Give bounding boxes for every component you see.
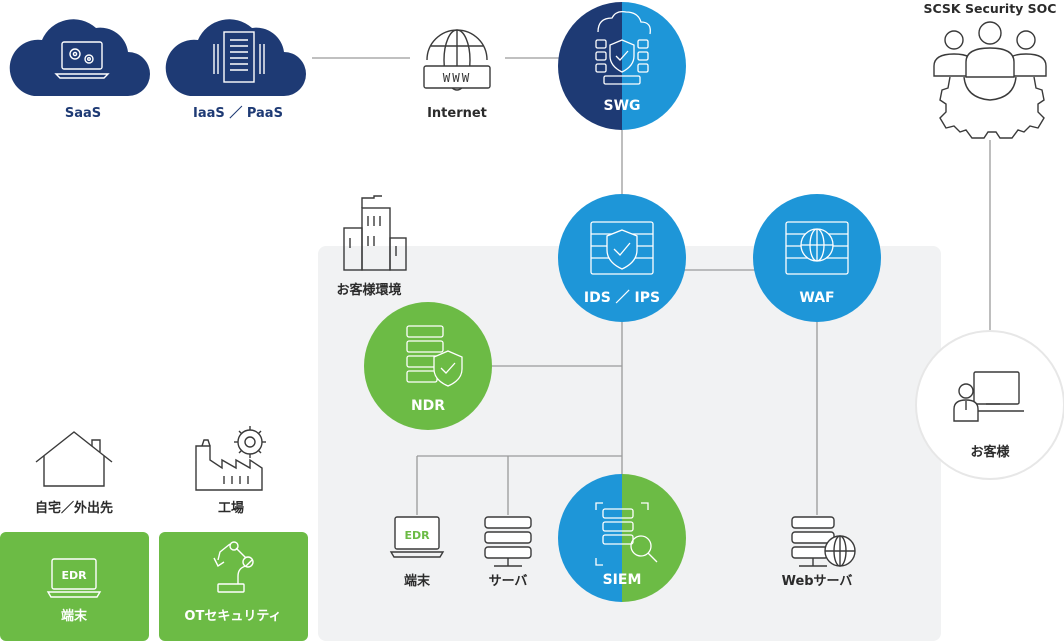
customer-environment-label: お客様環境 — [336, 282, 401, 298]
customer-label: お客様 — [970, 444, 1010, 460]
iaas-paas-label: IaaS ／ PaaS — [193, 105, 283, 121]
siem-node: SIEM — [558, 474, 686, 602]
robot-arm-icon — [213, 541, 254, 593]
laptop-edr-icon — [46, 558, 102, 598]
ids-ips-node: IDS ／ IPS — [558, 194, 686, 322]
laptop-gear-icon — [54, 41, 110, 79]
soc-team-gear-icon — [933, 21, 1047, 139]
connection-lines — [312, 57, 991, 515]
web-server-icon — [791, 516, 856, 567]
shield-firewall-icon — [590, 221, 654, 275]
shield-firewall-icon — [595, 10, 651, 85]
iaas-paas-cloud — [165, 19, 306, 96]
server-rack-icon — [213, 31, 265, 83]
server-shield-icon — [406, 325, 463, 387]
soc-label: SCSK Security SOC — [924, 1, 1057, 16]
globe-firewall-icon — [785, 221, 849, 275]
swg-label: SWG — [603, 98, 640, 114]
waf-label: WAF — [799, 290, 834, 306]
terminal-edr-icon — [389, 516, 445, 558]
siem-label: SIEM — [603, 572, 642, 588]
terminal-label: 端末 — [404, 573, 431, 589]
ot-security-label: OTセキュリティ — [184, 609, 281, 624]
server-search-icon — [595, 502, 658, 566]
terminal-edr-badge: EDR — [404, 529, 430, 542]
server-label: サーバ — [489, 574, 528, 589]
ids-ips-label: IDS ／ IPS — [584, 290, 660, 306]
waf-node: WAF — [753, 194, 881, 322]
edr-card-terminal-label: 端末 — [61, 608, 88, 624]
building-icon — [343, 195, 407, 271]
server-icon — [484, 516, 532, 567]
edr-card-badge: EDR — [61, 569, 87, 582]
customer-node: お客様 — [915, 330, 1064, 480]
www-text: WWW — [443, 70, 472, 85]
internet-globe-icon — [423, 29, 491, 91]
home-label: 自宅／外出先 — [35, 500, 113, 516]
factory-label: 工場 — [218, 500, 244, 516]
factory-gear-icon — [195, 426, 266, 491]
web-server-label: Webサーバ — [782, 574, 853, 589]
customer-presenter-icon — [953, 371, 1024, 422]
edr-endpoint-card: EDR 端末 — [0, 532, 149, 641]
internet-label: Internet — [427, 106, 487, 121]
saas-label: SaaS — [65, 106, 101, 121]
ndr-node: NDR — [364, 302, 492, 430]
ot-security-card: OTセキュリティ — [159, 532, 308, 641]
swg-node: SWG — [558, 2, 686, 130]
house-icon — [35, 431, 113, 487]
saas-cloud — [9, 19, 150, 96]
ndr-label: NDR — [411, 398, 445, 414]
